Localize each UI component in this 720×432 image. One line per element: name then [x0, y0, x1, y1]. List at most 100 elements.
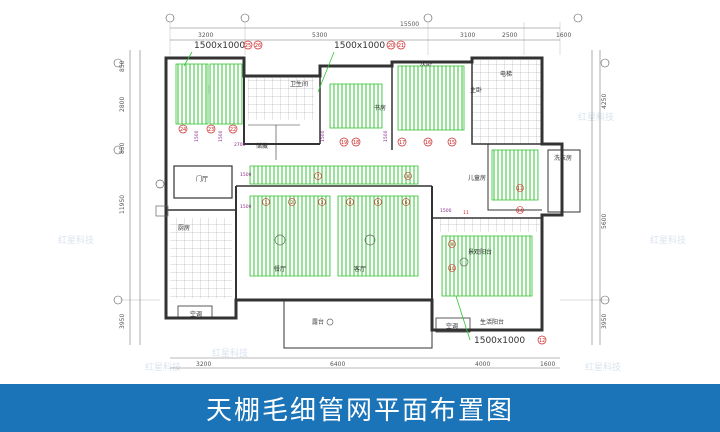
- small-dim-4: 1500: [320, 130, 326, 142]
- watermark-2: 红星科技: [578, 111, 614, 123]
- bottom-dim-4: 1600: [540, 361, 555, 368]
- bottom-dim-1: 3200: [196, 361, 211, 368]
- mat-living-1: [249, 195, 331, 277]
- mark-21: 21: [398, 43, 404, 49]
- mat-right-2: [441, 235, 533, 297]
- mark-18: 18: [353, 140, 359, 146]
- top-dim-4: 2500: [502, 32, 517, 39]
- mark-3: 3: [321, 200, 324, 206]
- mat-room-3: [397, 65, 465, 131]
- left-dim-3: 850: [119, 142, 126, 154]
- watermark-5: 红星科技: [212, 347, 248, 359]
- left-dim-5: 3950: [119, 314, 126, 329]
- mat-room-2: [329, 83, 383, 129]
- mark-20: 20: [388, 43, 394, 49]
- watermark-7: 红星科技: [145, 361, 181, 373]
- mat-size-labels: 1500x1000 1500x1000 1500x1000: [194, 41, 525, 346]
- right-dim-2: 5600: [601, 214, 608, 229]
- balcony-tile-area: [440, 218, 540, 232]
- axis-lines: [120, 22, 610, 301]
- capillary-mats: [175, 63, 539, 297]
- mark-2: 2: [291, 200, 294, 206]
- mark-11: 11: [463, 210, 469, 216]
- mark-5: 5: [377, 200, 380, 206]
- kitchen-tile-area: [170, 218, 232, 298]
- top-dim-3: 3100: [460, 32, 475, 39]
- mark-16: 16: [425, 140, 431, 146]
- mark-6: 6: [405, 200, 408, 206]
- room-terrace: 露台: [312, 318, 324, 326]
- room-lounge: 储藏: [256, 142, 268, 150]
- mat-room-1-b: [209, 63, 243, 125]
- mat-leaders: [183, 51, 471, 341]
- right-dim-3: 3950: [601, 314, 608, 329]
- small-dim-2: 1500: [218, 130, 224, 142]
- left-dim-2: 2800: [119, 97, 126, 112]
- mark-8: 8: [407, 174, 410, 180]
- mark-4: 4: [349, 200, 352, 206]
- room-laundry: 洗衣房: [554, 154, 572, 162]
- bottom-dim-3: 4000: [475, 361, 490, 368]
- mark-19: 19: [341, 140, 347, 146]
- mat-strip-top: [249, 165, 419, 185]
- right-dim-1: 4250: [601, 94, 608, 109]
- bath-tile-area: [248, 78, 314, 120]
- mat-size-center: 1500x1000: [334, 41, 385, 51]
- room-dining: 餐厅: [274, 265, 286, 273]
- mat-size-bottom-right: 1500x1000: [474, 336, 525, 346]
- axis-bubbles: [113, 13, 610, 305]
- marker-numbers: 25 26 20 21 24 23 22 19 18 17 16 15 12: [180, 43, 545, 344]
- mark-15: 15: [449, 140, 455, 146]
- left-dimension-chain: 850 2800 850 11950 3950: [119, 50, 141, 345]
- banner-title: 天棚毛细管网平面布置图: [205, 395, 514, 426]
- mark-14: 14: [517, 208, 523, 214]
- mat-size-left: 1500x1000: [194, 41, 245, 51]
- mark-7: 7: [317, 174, 320, 180]
- room-elevator: 电梯: [500, 70, 512, 78]
- mark-12: 12: [539, 338, 545, 344]
- room-landscape: 景观阳台: [468, 248, 492, 256]
- elevator-tile-area: [472, 60, 542, 144]
- label-ac-right: 空调: [446, 322, 458, 330]
- mark-10: 10: [449, 266, 455, 272]
- room-living: 客厅: [354, 265, 366, 273]
- room-hall: 门厅: [196, 175, 208, 183]
- small-dim-8: 1500: [240, 172, 252, 178]
- title-banner: 天棚毛细管网平面布置图: [0, 384, 720, 432]
- floor-plan-drawing: 红星科技 红星科技 红星科技 红星科技 红星科技 红星科技 红星科技: [58, 13, 686, 373]
- walls: [164, 56, 581, 349]
- living-marker-circles: [262, 172, 524, 272]
- watermark-4: 红星科技: [650, 234, 686, 246]
- label-ac-left: 空调: [190, 310, 202, 318]
- mark-9: 9: [451, 242, 454, 248]
- mark-23: 23: [208, 127, 214, 133]
- bottom-dim-2: 6400: [330, 361, 345, 368]
- right-dimension-chain: 4250 5600 3950: [591, 50, 608, 345]
- living-marker-numbers: 1 2 3 4 5 6 7 8 9 10 13 14 11: [265, 174, 523, 272]
- room-study: 书房: [374, 104, 386, 112]
- top-total-dim: 15500: [400, 21, 419, 28]
- mark-26: 26: [255, 43, 261, 49]
- left-dim-4: 11950: [119, 195, 126, 214]
- fixtures: [155, 179, 469, 326]
- room-labels: 卫生间 书房 次卧一 电梯 门厅 厨房 餐厅 客厅 儿童房 景观阳台 洗衣房 露…: [178, 60, 572, 330]
- left-dim-1: 850: [119, 60, 126, 72]
- mark-22: 22: [230, 127, 236, 133]
- small-dims: 1500 1500 2700 1500 1500 1500 1500 1500: [194, 130, 452, 214]
- mark-1: 1: [265, 200, 268, 206]
- bottom-dimension-chain: 3200 6400 4000 1600: [170, 357, 560, 369]
- room-kids: 儿童房: [468, 174, 486, 182]
- mark-25: 25: [245, 43, 251, 49]
- mat-living-2: [337, 195, 419, 277]
- watermark-3: 红星科技: [58, 234, 94, 246]
- room-kitchen: 厨房: [178, 224, 190, 232]
- top-dim-1: 3200: [198, 32, 213, 39]
- top-dim-2: 5300: [312, 32, 327, 39]
- small-dim-7: 1500: [440, 208, 452, 214]
- top-dim-5: 1600: [556, 32, 571, 39]
- watermark-6: 红星科技: [585, 361, 621, 373]
- small-dim-5: 1500: [383, 130, 389, 142]
- room-master: 主卧: [470, 86, 482, 94]
- small-dim-1: 1500: [194, 130, 200, 142]
